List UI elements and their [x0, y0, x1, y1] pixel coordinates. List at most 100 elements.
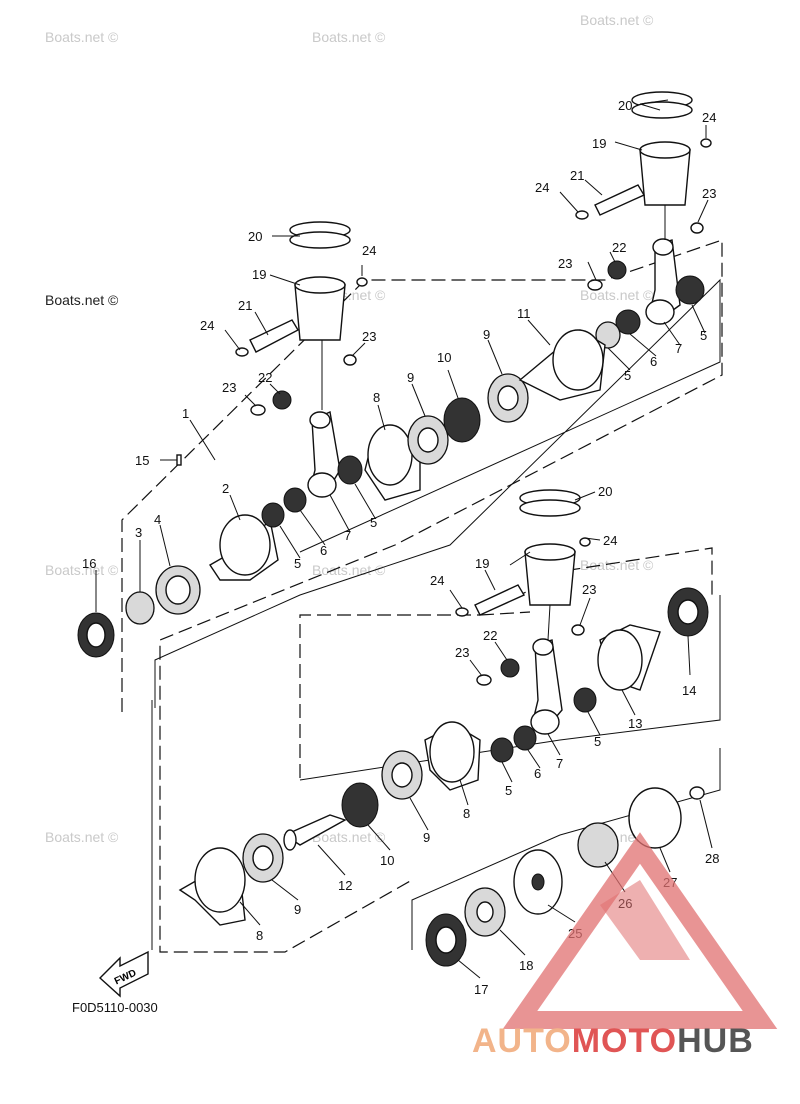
washer [689, 786, 705, 800]
callout-label: 14 [682, 683, 696, 698]
callout-label: 24 [535, 180, 549, 195]
callout-label: 22 [483, 628, 497, 643]
callout-label: 4 [154, 512, 161, 527]
piston-ring [289, 231, 351, 249]
clip [575, 210, 589, 220]
fwd-arrow: FWD [98, 950, 149, 998]
callout-label: 9 [423, 830, 430, 845]
brand-part2: MOTO [572, 1022, 677, 1060]
bearing [490, 737, 514, 763]
collar [125, 591, 155, 625]
callout-label: 21 [570, 168, 584, 183]
diagram-code: F0D5110-0030 [72, 1000, 158, 1015]
watermark: Boats.net © [580, 12, 654, 28]
callout-label: 23 [455, 645, 469, 660]
washer [476, 674, 492, 686]
assembly-boundaries [121, 239, 723, 953]
automotohub-logo: AUTOMOTOHUB [472, 832, 778, 1060]
watermark: Boats.net © [312, 829, 386, 845]
callout-label: 7 [556, 756, 563, 771]
lower-crankshaft [178, 587, 709, 926]
needle-bearing [272, 390, 292, 410]
damper [577, 822, 619, 868]
callout-label: 11 [517, 306, 531, 321]
clip [700, 138, 712, 148]
callout-label: 5 [594, 734, 601, 749]
piston-pin [594, 184, 646, 216]
callout-label: 24 [200, 318, 214, 333]
callout-label: 20 [248, 229, 262, 244]
callout-label: 5 [370, 515, 377, 530]
callout-label: 12 [338, 878, 352, 893]
piston-pin [474, 584, 526, 616]
bearing [573, 687, 597, 713]
callout-label: 5 [505, 783, 512, 798]
piston-pin [249, 319, 299, 353]
clip [455, 607, 469, 617]
watermark-dark: Boats.net © [45, 292, 119, 308]
bearing [513, 725, 537, 751]
callout-label: 21 [238, 298, 252, 313]
callout-label: 16 [82, 556, 96, 571]
watermark: Boats.net © [45, 29, 119, 45]
coupling-group [425, 786, 705, 967]
piston-ring [519, 499, 581, 517]
clip [356, 277, 368, 287]
washer [250, 404, 266, 416]
callout-label: 20 [598, 484, 612, 499]
callout-label: 9 [483, 327, 490, 342]
callout-label: 20 [618, 98, 632, 113]
callout-label: 7 [344, 528, 351, 543]
callout-label: 7 [675, 341, 682, 356]
washer [587, 279, 603, 291]
callout-label: 8 [463, 806, 470, 821]
piston-group-top-right [575, 91, 712, 349]
callout-label: 23 [222, 380, 236, 395]
upper-crankshaft [77, 329, 606, 658]
bearing [261, 502, 285, 528]
coupling [628, 787, 682, 849]
callout-label: 6 [534, 766, 541, 781]
callout-label: 23 [558, 256, 572, 271]
callout-label: 3 [135, 525, 142, 540]
callout-label: 8 [256, 928, 263, 943]
callout-label: 15 [135, 453, 149, 468]
washer [343, 354, 357, 366]
washer [571, 624, 585, 636]
callout-label: 22 [612, 240, 626, 255]
brand-part1: AUTO [472, 1022, 572, 1060]
callout-label: 24 [702, 110, 716, 125]
callout-label: 5 [624, 368, 631, 383]
bearing [283, 487, 307, 513]
needle-bearing [500, 658, 520, 678]
callout-label: 28 [705, 851, 719, 866]
callout-label: 19 [252, 267, 266, 282]
pin [176, 454, 182, 466]
callout-label: 10 [380, 853, 394, 868]
labyrinth-seal [443, 397, 481, 443]
callout-label: 19 [592, 136, 606, 151]
callout-label: 17 [474, 982, 488, 997]
watermark: Boats.net © [45, 829, 119, 845]
callout-label: 9 [294, 902, 301, 917]
brand-part3: HUB [677, 1022, 754, 1060]
clip [235, 347, 249, 357]
callout-label: 6 [320, 543, 327, 558]
callout-label: 19 [475, 556, 489, 571]
bearing [675, 275, 705, 305]
callout-label: 23 [362, 329, 376, 344]
watermark: Boats.net © [580, 287, 654, 303]
watermarks: Boats.net © Boats.net © Boats.net © Boat… [45, 12, 654, 845]
watermark: Boats.net © [312, 562, 386, 578]
triangle-logo-icon [502, 832, 778, 1029]
piston-group-middle [455, 489, 591, 735]
bearing [615, 309, 641, 335]
labyrinth-seal [341, 782, 379, 828]
needle-bearing [607, 260, 627, 280]
callout-label: 1 [182, 406, 189, 421]
callout-label: 23 [702, 186, 716, 201]
callout-label: 10 [437, 350, 451, 365]
watermark: Boats.net © [312, 29, 386, 45]
piston-group-top-left [235, 221, 368, 498]
